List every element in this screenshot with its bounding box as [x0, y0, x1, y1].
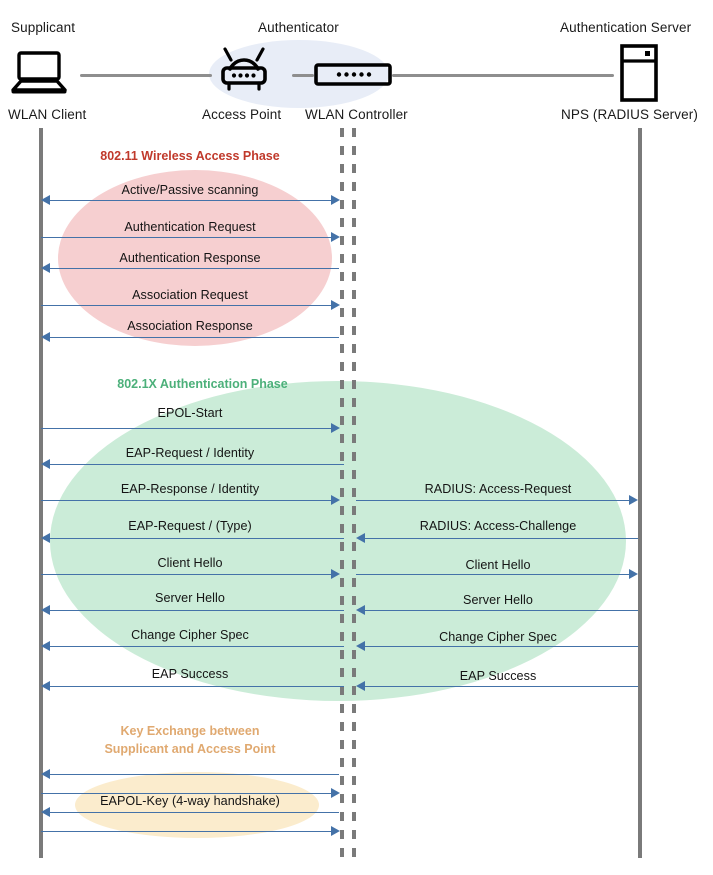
message-label: Server Hello — [463, 593, 533, 607]
node-label-wlan-controller: WLAN Controller — [305, 107, 408, 122]
arrow-head-right-icon — [331, 195, 340, 205]
role-title-authenticator: Authenticator — [258, 20, 339, 35]
message-label: RADIUS: Access-Request — [424, 482, 572, 496]
arrow-head-right-icon — [629, 569, 638, 579]
message-label: Association Response — [127, 319, 253, 333]
message-arrow — [41, 237, 332, 238]
message-arrow — [356, 574, 629, 575]
arrow-head-left-icon — [356, 641, 365, 651]
wire-controller-to-server — [392, 74, 614, 77]
message-arrow — [41, 500, 332, 501]
phase-caption-line: Key Exchange between — [120, 724, 260, 738]
message-label: EAP Success — [151, 667, 229, 681]
phase-ellipse-wireless-access — [58, 170, 332, 346]
wire-client-to-ap — [80, 74, 212, 77]
message-label: Client Hello — [465, 558, 531, 572]
message-label: Authentication Request — [124, 220, 256, 234]
arrow-head-right-icon — [331, 232, 340, 242]
arrow-head-left-icon — [356, 681, 365, 691]
role-title-authentication-server: Authentication Server — [560, 20, 692, 35]
message-label: EAP-Request / Identity — [125, 446, 255, 460]
message-arrow — [41, 574, 332, 575]
phase-caption-line: Supplicant and Access Point — [104, 742, 276, 756]
arrow-head-left-icon — [41, 459, 50, 469]
lifeline-supplicant — [39, 128, 43, 858]
message-arrow — [41, 428, 332, 429]
server-icon — [620, 44, 658, 102]
arrow-head-left-icon — [356, 605, 365, 615]
message-arrow — [364, 686, 638, 687]
arrow-head-right-icon — [629, 495, 638, 505]
message-label: EPOL-Start — [157, 406, 223, 420]
message-label: EAP-Request / (Type) — [128, 519, 252, 533]
node-label-wlan-client: WLAN Client — [8, 107, 87, 122]
arrow-head-left-icon — [356, 533, 365, 543]
arrow-head-right-icon — [331, 300, 340, 310]
message-label: RADIUS: Access-Challenge — [419, 519, 577, 533]
message-label: EAP-Response / Identity — [120, 482, 260, 496]
message-label: EAP Success — [459, 669, 537, 683]
arrow-head-left-icon — [41, 195, 50, 205]
arrow-head-right-icon — [331, 423, 340, 433]
message-arrow — [364, 646, 638, 647]
message-label: Change Cipher Spec — [439, 630, 557, 644]
arrow-head-left-icon — [41, 263, 50, 273]
message-label: Active/Passive scanning — [121, 183, 259, 197]
arrow-head-left-icon — [41, 681, 50, 691]
laptop-icon — [11, 51, 67, 94]
message-arrow — [48, 774, 339, 775]
message-arrow — [48, 646, 344, 647]
arrow-head-left-icon — [41, 807, 50, 817]
message-label: EAPOL-Key (4-way handshake) — [100, 794, 280, 808]
message-arrow — [48, 812, 339, 813]
role-title-supplicant: Supplicant — [11, 20, 76, 35]
message-arrow — [48, 610, 344, 611]
arrow-head-right-icon — [331, 826, 340, 836]
lifeline-wlan-controller — [352, 128, 356, 858]
message-arrow — [48, 464, 344, 465]
message-label: Server Hello — [155, 591, 225, 605]
message-arrow — [41, 793, 332, 794]
phase-caption-key-exchange: Key Exchange between Supplicant and Acce… — [92, 722, 288, 758]
arrow-head-right-icon — [331, 569, 340, 579]
arrow-head-right-icon — [331, 495, 340, 505]
message-arrow — [48, 200, 332, 201]
node-label-nps-radius-server: NPS (RADIUS Server) — [561, 107, 698, 122]
phase-ellipse-key-exchange — [75, 772, 319, 838]
message-arrow — [364, 538, 638, 539]
arrow-head-left-icon — [41, 533, 50, 543]
message-arrow — [48, 538, 344, 539]
message-arrow — [41, 305, 332, 306]
arrow-head-left-icon — [41, 769, 50, 779]
message-arrow — [48, 337, 339, 338]
arrow-head-right-icon — [331, 788, 340, 798]
message-label: Association Request — [132, 288, 248, 302]
phase-caption-wireless-access: 802.11 Wireless Access Phase — [100, 149, 280, 163]
phase-caption-dot1x: 802.1X Authentication Phase — [117, 377, 288, 391]
lifeline-access-point — [340, 128, 344, 858]
message-arrow — [48, 686, 344, 687]
message-arrow — [41, 831, 332, 832]
message-arrow — [364, 610, 638, 611]
lifeline-auth-server — [638, 128, 642, 858]
wifi-router-icon — [221, 47, 267, 91]
arrow-head-left-icon — [41, 641, 50, 651]
message-label: Authentication Response — [119, 251, 261, 265]
message-arrow — [48, 268, 339, 269]
phase-ellipse-dot1x — [50, 381, 626, 701]
message-label: Change Cipher Spec — [131, 628, 249, 642]
wire-ap-to-controller — [292, 74, 314, 77]
message-label: Client Hello — [157, 556, 223, 570]
message-arrow — [356, 500, 629, 501]
arrow-head-left-icon — [41, 605, 50, 615]
node-label-access-point: Access Point — [202, 107, 282, 122]
switch-icon — [314, 63, 392, 86]
arrow-head-left-icon — [41, 332, 50, 342]
